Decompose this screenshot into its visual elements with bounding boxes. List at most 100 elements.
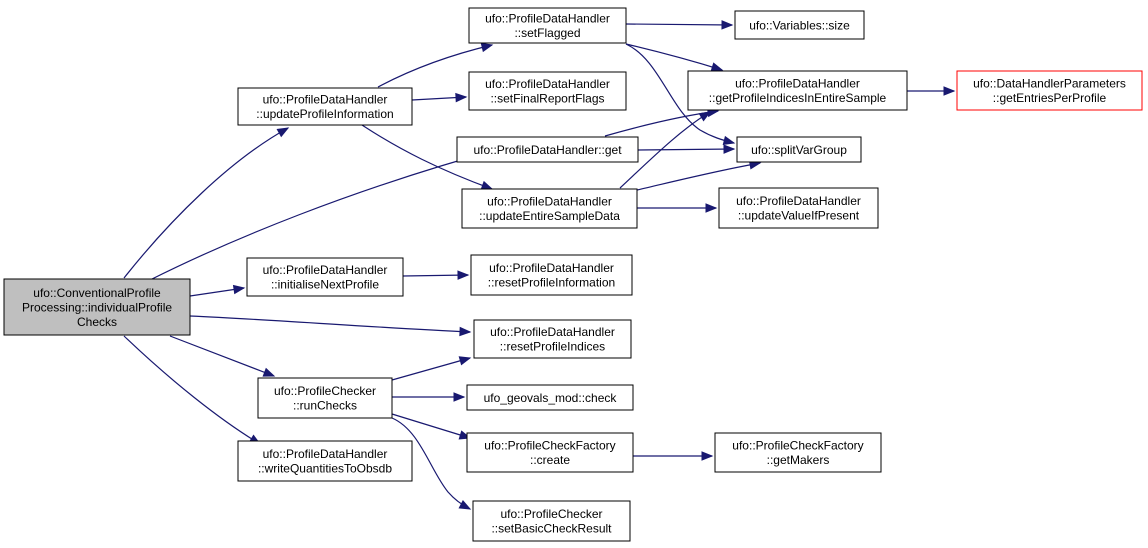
node-label-line: ufo::ProfileDataHandler: [263, 93, 388, 107]
node-setBasicCheckResult[interactable]: ufo::ProfileChecker::setBasicCheckResult: [472, 500, 631, 542]
node-label-line: ufo::ProfileDataHandler: [263, 447, 388, 461]
node-geovalsCheck[interactable]: ufo_geovals_mod::check: [466, 384, 634, 411]
arrowhead-icon: [455, 92, 468, 103]
node-label-line: ufo::ProfileDataHandler: [485, 12, 610, 26]
node-updateValueIfPresent[interactable]: ufo::ProfileDataHandler::updateValueIfPr…: [718, 187, 879, 229]
node-label-line: Checks: [77, 315, 117, 329]
node-label-line: ufo::ProfileDataHandler: [487, 195, 612, 209]
node-box: [714, 432, 882, 473]
edge-get-to-splitVarGroup: [637, 144, 736, 154]
edge-line: [377, 44, 493, 88]
node-label-line: ufo::ProfileCheckFactory: [484, 439, 615, 453]
edge-updateEntireSampleData-to-splitVarGroup: [636, 160, 762, 191]
edge-root-to-updateProfileInformation: [123, 127, 290, 279]
edge-root-to-initialiseNextProfile: [189, 284, 246, 297]
node-box: [466, 432, 634, 473]
edge-factoryCreate-to-getMakers: [633, 451, 714, 461]
node-label-line: ::getEntriesPerProfile: [993, 91, 1107, 105]
edge-updateProfileInformation-to-setFinalReportFlags: [411, 92, 468, 103]
arrowhead-icon: [943, 86, 956, 96]
node-box: [257, 377, 393, 419]
arrowhead-icon: [722, 135, 736, 146]
node-box: [466, 384, 634, 411]
node-label-line: ufo::ProfileDataHandler: [736, 194, 861, 208]
edge-line: [625, 23, 733, 26]
node-label-line: ufo::Variables::size: [749, 18, 850, 32]
node-factoryCreate[interactable]: ufo::ProfileCheckFactory::create: [466, 432, 634, 473]
edge-setFlagged-to-varsSize: [625, 20, 734, 30]
node-resetProfileInformation[interactable]: ufo::ProfileDataHandler::resetProfileInf…: [470, 254, 633, 296]
edge-runChecks-to-geovalsCheck: [392, 392, 466, 402]
node-label-line: ::updateEntireSampleData: [479, 209, 620, 223]
edge-runChecks-to-resetProfileIndices: [391, 356, 472, 381]
edge-root-to-runChecks: [169, 335, 276, 377]
node-updateEntireSampleData[interactable]: ufo::ProfileDataHandler::updateEntireSam…: [461, 188, 638, 229]
edge-setFlagged-to-splitVarGroup: [625, 43, 736, 146]
node-box: [468, 7, 627, 44]
edge-line: [636, 162, 761, 191]
arrowhead-icon: [705, 203, 718, 213]
node-getEntriesPerProfile[interactable]: ufo::DataHandlerParameters::getEntriesPe…: [956, 70, 1143, 111]
edge-line: [391, 413, 471, 439]
edge-initialiseNextProfile-to-resetProfileInformation: [402, 270, 470, 280]
edge-runChecks-to-factoryCreate: [391, 413, 472, 440]
node-initialiseNextProfile[interactable]: ufo::ProfileDataHandler::initialiseNextP…: [246, 257, 404, 297]
node-updateProfileInformation[interactable]: ufo::ProfileDataHandler::updateProfileIn…: [237, 87, 413, 126]
node-box: [237, 440, 413, 482]
edge-get-to-getProfileIndices: [604, 107, 720, 137]
node-label-line: ::resetProfileIndices: [500, 340, 605, 354]
arrowhead-icon: [262, 367, 276, 377]
node-label-line: ufo::ProfileDataHandler: [485, 77, 610, 91]
node-label-line: ::runChecks: [293, 399, 357, 413]
node-label-line: ufo::DataHandlerParameters: [973, 77, 1126, 91]
node-resetProfileIndices[interactable]: ufo::ProfileDataHandler::resetProfileInd…: [473, 319, 632, 359]
node-root[interactable]: ufo::ConventionalProfileProcessing::indi…: [3, 278, 191, 336]
node-splitVarGroup[interactable]: ufo::splitVarGroup: [736, 136, 862, 163]
edge-line: [637, 148, 735, 151]
arrowhead-icon: [453, 392, 466, 402]
edge-line: [123, 335, 261, 445]
arrowhead-icon: [457, 270, 470, 280]
node-varsSize[interactable]: ufo::Variables::size: [734, 10, 865, 40]
node-box: [736, 136, 862, 163]
node-box: [246, 257, 404, 297]
node-label-line: ::create: [530, 453, 570, 467]
edge-line: [391, 357, 471, 381]
node-label-line: ::initialiseNextProfile: [271, 278, 379, 292]
node-label-line: ufo::ProfileCheckFactory: [732, 439, 863, 453]
node-runChecks[interactable]: ufo::ProfileChecker::runChecks: [257, 377, 393, 419]
node-label-line: ::writeQuantitiesToObsdb: [258, 462, 392, 476]
edge-line: [625, 43, 723, 71]
node-label-line: ufo::ProfileChecker: [274, 384, 376, 398]
edge-line: [361, 124, 493, 190]
node-setFlagged[interactable]: ufo::ProfileDataHandler::setFlagged: [468, 7, 627, 44]
edge-updateProfileInformation-to-setFlagged: [377, 42, 494, 88]
arrowhead-icon: [459, 326, 472, 337]
edge-updateEntireSampleData-to-getProfileIndices: [619, 111, 712, 189]
edge-line: [402, 274, 469, 277]
node-label-line: ufo::ProfileChecker: [500, 507, 602, 521]
node-label-line: ::getProfileIndicesInEntireSample: [709, 91, 887, 105]
node-box: [718, 187, 879, 229]
node-writeQuantities[interactable]: ufo::ProfileDataHandler::writeQuantities…: [237, 440, 413, 482]
arrowhead-icon: [710, 62, 724, 72]
node-label-line: ufo::ProfileDataHandler: [489, 261, 614, 275]
node-label-line: ::resetProfileInformation: [488, 276, 615, 290]
node-label-line: ufo_geovals_mod::check: [484, 391, 618, 405]
edges: [123, 20, 956, 510]
edge-root-to-writeQuantities: [123, 335, 262, 445]
node-getProfileIndices[interactable]: ufo::ProfileDataHandler::getProfileIndic…: [687, 70, 908, 111]
node-label-line: ufo::ProfileDataHandler: [735, 77, 860, 91]
arrowhead-icon: [480, 180, 494, 190]
arrowhead-icon: [721, 20, 734, 30]
arrowhead-icon: [458, 499, 472, 510]
arrowhead-icon: [723, 144, 736, 154]
node-box: [956, 70, 1143, 111]
node-get[interactable]: ufo::ProfileDataHandler::get: [456, 136, 639, 163]
nodes: ufo::ConventionalProfileProcessing::indi…: [3, 7, 1143, 542]
node-getMakers[interactable]: ufo::ProfileCheckFactory::getMakers: [714, 432, 882, 473]
edge-line: [123, 127, 289, 279]
node-setFinalReportFlags[interactable]: ufo::ProfileDataHandler::setFinalReportF…: [468, 71, 627, 111]
node-label-line: ::setFlagged: [514, 26, 580, 40]
